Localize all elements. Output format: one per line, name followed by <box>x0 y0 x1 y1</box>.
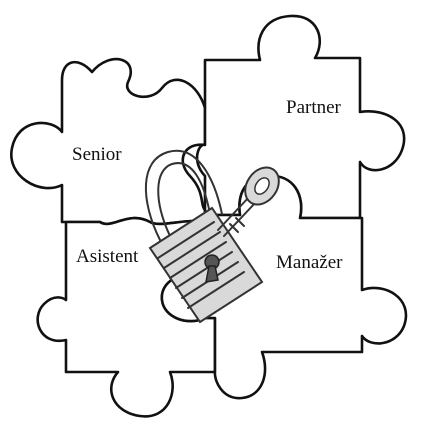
piece-label-asistent: Asistent <box>76 246 139 267</box>
puzzle-piece-senior <box>11 59 205 224</box>
piece-label-senior: Senior <box>72 144 122 165</box>
piece-label-manazer: Manažer <box>276 252 343 273</box>
piece-label-partner: Partner <box>286 97 342 118</box>
